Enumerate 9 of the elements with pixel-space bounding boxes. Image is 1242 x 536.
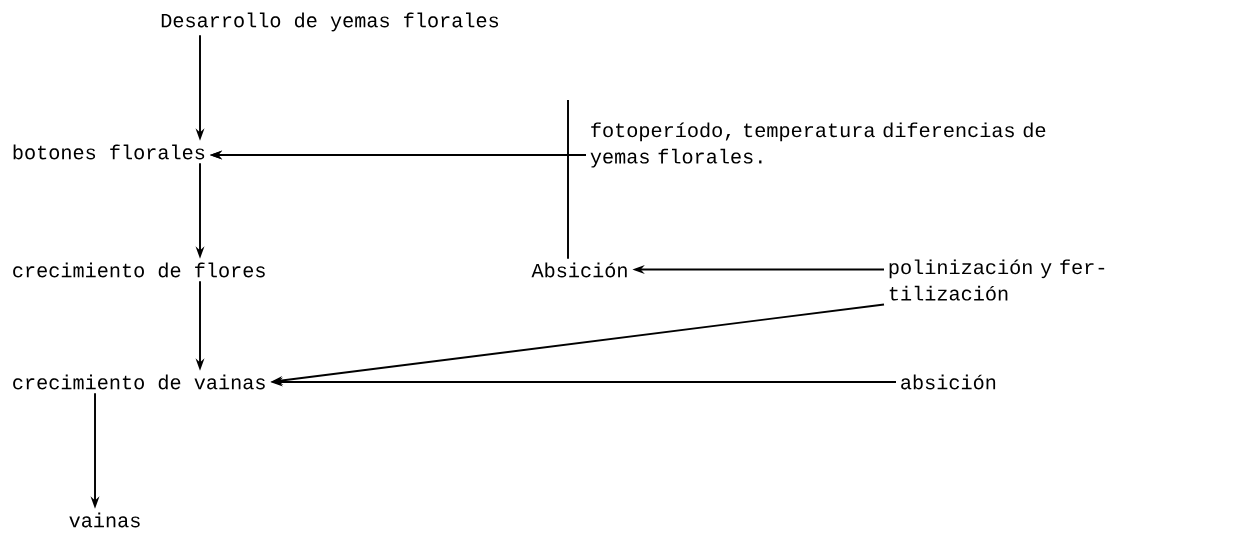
text-label: crecimiento de flores [13, 262, 265, 278]
text-label: Desarrollo de yemas florales [161, 12, 499, 32]
text-label: crecimiento de vainas [13, 374, 265, 390]
text-label: polinización y fer- tilización [889, 259, 1105, 301]
text-label: absición [901, 374, 996, 390]
text-label: botones florales [13, 144, 205, 160]
text-label: vainas [69, 512, 140, 528]
text-label: fotoperíodo, temperatura diferencias de yemas florales. [590, 122, 1046, 168]
text-label: Absición [531, 262, 627, 278]
